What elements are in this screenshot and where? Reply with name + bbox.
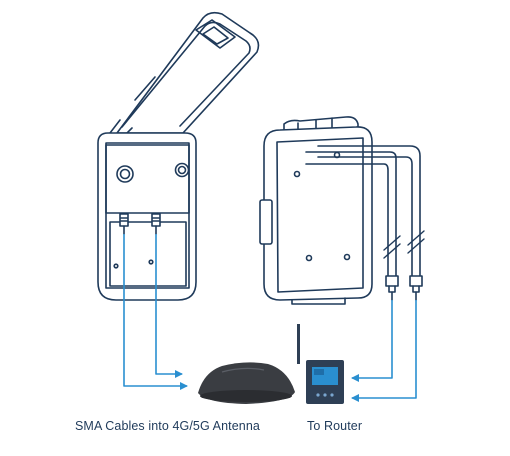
enclosure-body (97, 132, 197, 301)
cable-arrows (123, 234, 417, 402)
enclosure-lid (109, 11, 260, 141)
cable-arrow-2 (155, 234, 183, 378)
cable-arrow-3 (351, 300, 393, 382)
cable-arrow-4 (351, 300, 417, 402)
open-enclosure-icon (97, 11, 260, 301)
closed-enclosure-icon (259, 116, 425, 305)
router-icon (297, 324, 344, 404)
to-router-label: To Router (307, 419, 363, 433)
antenna-icon (198, 362, 295, 404)
sma-cables-label: SMA Cables into 4G/5G Antenna (75, 419, 260, 433)
cable-arrow-1 (123, 234, 188, 390)
